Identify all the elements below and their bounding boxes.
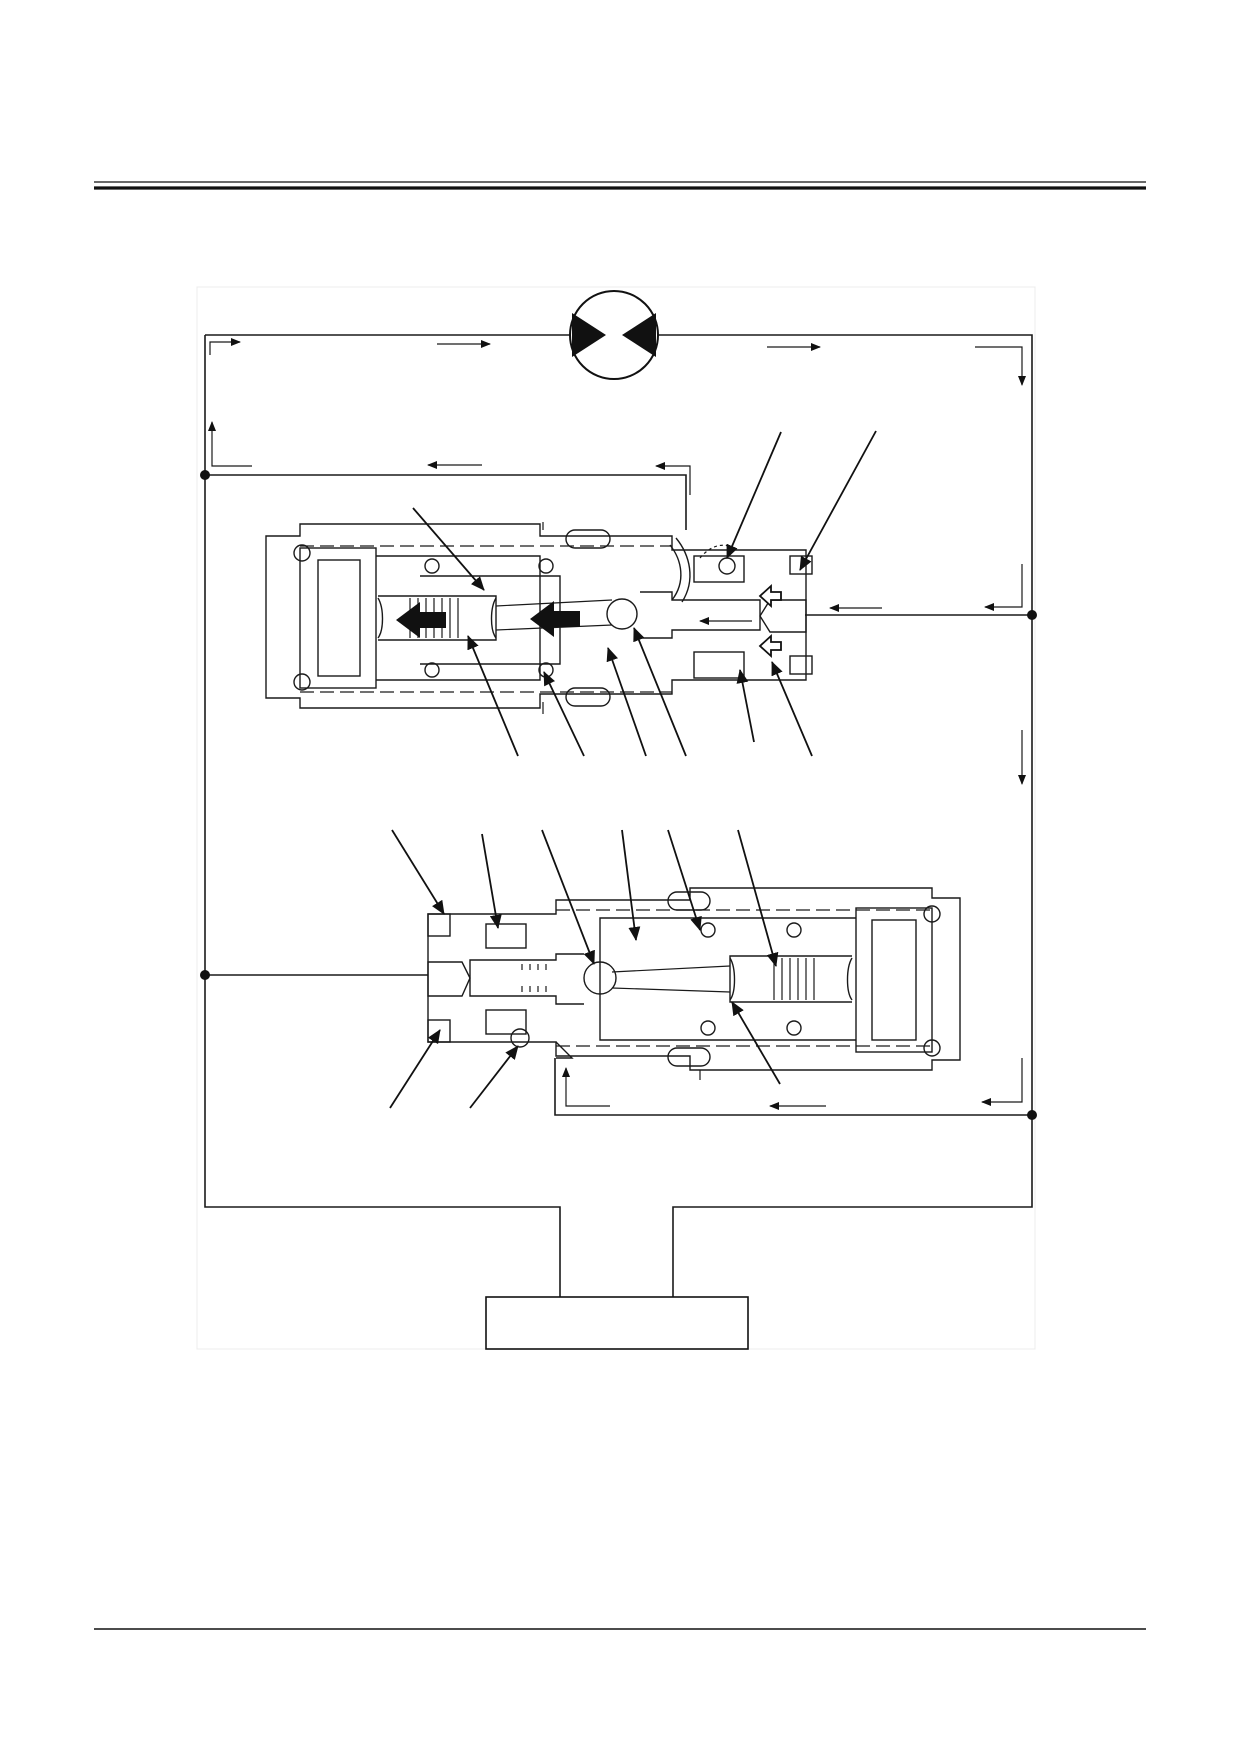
- junction-node: [1027, 1110, 1037, 1120]
- seal-ring: [786, 922, 802, 938]
- hollow-arrow-left-icon: [758, 633, 782, 659]
- junction-node: [200, 970, 210, 980]
- seal-ring: [538, 558, 554, 574]
- solid-arrow-left-icon: [530, 601, 580, 637]
- hollow-arrow-left-icon: [758, 583, 782, 609]
- lower-valve-leaders: [389, 829, 781, 1109]
- seal-ring: [293, 673, 311, 691]
- upper-relief-valve: [265, 522, 813, 714]
- header-rule: [94, 181, 1146, 190]
- seal-ring: [786, 1020, 802, 1036]
- flow-arrow-left-icon: [981, 1058, 1023, 1106]
- flow-arrow-left-icon: [984, 564, 1023, 611]
- flow-arrow-right-icon: [209, 338, 241, 355]
- pilot-passage: [669, 544, 682, 601]
- seal-ring: [923, 905, 941, 923]
- thread-ticks: [521, 964, 547, 992]
- flow-arrow-up-icon: [562, 1067, 610, 1107]
- seal-ring: [293, 544, 311, 562]
- seal-ring: [923, 1039, 941, 1057]
- junction-node: [200, 470, 210, 480]
- check-ball: [606, 598, 638, 630]
- check-ball: [583, 961, 617, 995]
- flow-arrow-up-icon: [208, 421, 252, 467]
- lower-relief-valve: [427, 887, 961, 1080]
- pump-block-symbol: [485, 1296, 749, 1350]
- solid-arrow-left-icon: [396, 602, 446, 638]
- seal-ring: [424, 662, 440, 678]
- orifice-ring: [510, 1028, 530, 1048]
- junction-node: [1027, 610, 1037, 620]
- flow-arrow-down-icon: [975, 346, 1026, 386]
- flow-arrow-left-icon: [655, 462, 691, 495]
- seal-ring: [424, 558, 440, 574]
- spring-coil: [773, 958, 815, 1000]
- circuit-flow-arrows: [208, 338, 1026, 1110]
- hydraulic-circuit: [200, 334, 1037, 1297]
- upper-valve-leaders: [412, 430, 877, 757]
- seal-ring: [700, 1020, 716, 1036]
- hydraulic-motor-symbol: [569, 290, 659, 380]
- pilot-passage: [555, 1041, 574, 1059]
- figure-panel: [196, 286, 1036, 1350]
